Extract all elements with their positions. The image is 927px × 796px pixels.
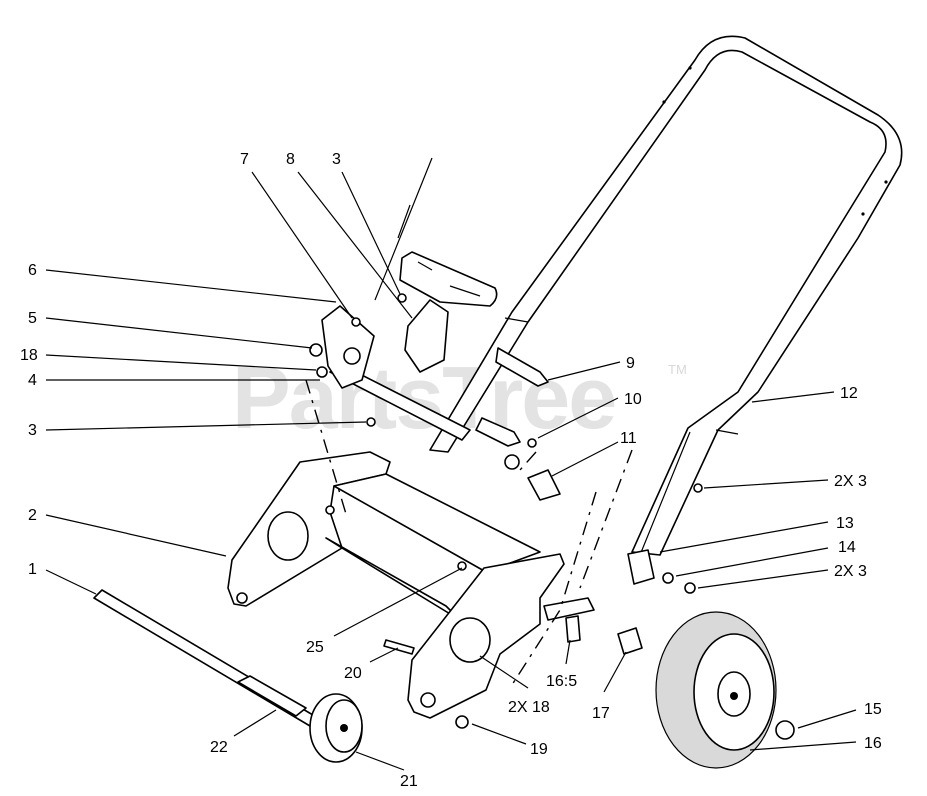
- handle-lower-bar: [504, 317, 739, 556]
- washer-19: [455, 715, 469, 729]
- nut-18: [316, 366, 328, 378]
- housing-bolt: [236, 592, 248, 604]
- callout-11: 11: [620, 430, 637, 447]
- axle-sleeve-22: [237, 675, 307, 717]
- callout-2x18: 2X 18: [508, 699, 550, 716]
- chute-bracket-8: [404, 299, 449, 373]
- small-wheel-21: [309, 693, 363, 763]
- housing-bolt: [325, 505, 335, 515]
- right-plate-opening: [449, 617, 491, 663]
- callout-2x3: 2X 3: [834, 473, 867, 490]
- handle-rivet: [688, 66, 692, 70]
- screw-25: [457, 561, 467, 571]
- housing-frame-2: [227, 451, 541, 621]
- callout-4: 4: [28, 372, 37, 389]
- callout-16: 16: [864, 735, 882, 752]
- bolt-20: [383, 639, 415, 655]
- assembly-axis: [509, 491, 597, 689]
- callout-1: 1: [28, 561, 37, 578]
- callout-20: 20: [344, 665, 362, 682]
- callout-labels: 7 8 3 6 5 18 4 3 9 10 11 12 2X 3 2 13 14…: [20, 151, 882, 790]
- chute-crank-bracket: [399, 251, 498, 307]
- pivot-washer-5: [309, 343, 323, 357]
- callout-19: 19: [530, 741, 548, 758]
- nut-3b: [366, 417, 376, 427]
- callout-13: 13: [836, 515, 854, 532]
- housing-bottom: [325, 537, 461, 621]
- bracket-11: [527, 469, 561, 501]
- assembly-axis: [579, 449, 633, 589]
- bushing-17: [617, 627, 643, 655]
- handle-rivet: [884, 180, 888, 184]
- washer-14: [662, 572, 674, 584]
- assembly-axis: [305, 379, 347, 515]
- callout-9: 9: [626, 355, 635, 372]
- large-wheel-16: [655, 611, 777, 769]
- callout-10: 10: [624, 391, 642, 408]
- callout-12: 12: [840, 385, 858, 402]
- pivot-bracket-assembly: [309, 293, 407, 427]
- large-wheel-center: [730, 692, 738, 700]
- callout-18: 18: [20, 347, 38, 364]
- housing-cross-member: [333, 473, 541, 573]
- callout-22: 22: [210, 739, 228, 756]
- right-plate-boss: [420, 692, 436, 708]
- handle-rivet: [861, 212, 865, 216]
- callout-6: 6: [28, 262, 37, 279]
- axle-hardware: [383, 483, 795, 740]
- right-side-plate: [407, 553, 565, 719]
- callout-16-5: 16:5: [546, 673, 577, 690]
- leader-lines: [45, 171, 857, 771]
- watermark-trademark: TM: [668, 362, 687, 377]
- screw-10: [527, 438, 537, 448]
- housing-left-opening: [267, 511, 309, 561]
- handle-tube: [429, 35, 903, 556]
- pin-16-5: [565, 615, 581, 643]
- pivot-pin-9: [495, 347, 549, 387]
- spacer-tube: [475, 417, 521, 447]
- handle-bracket-13: [627, 549, 655, 585]
- star-washer-10: [504, 454, 520, 470]
- callout-3: 3: [332, 151, 341, 168]
- small-wheel-hub: [340, 724, 348, 732]
- callout-8: 8: [286, 151, 295, 168]
- housing-left-plate: [227, 451, 391, 607]
- pivot-hole: [343, 347, 361, 365]
- chute-control: [329, 157, 561, 501]
- assembly-axis: [519, 451, 537, 471]
- handle-rivet: [662, 100, 666, 104]
- hubcap-15: [775, 720, 795, 740]
- callout-15: 15: [864, 701, 882, 718]
- callout-21: 21: [400, 773, 418, 790]
- callout-25: 25: [306, 639, 324, 656]
- callout-14: 14: [838, 539, 856, 556]
- handle-assembly: [429, 35, 903, 556]
- nut-2x3a: [693, 483, 703, 493]
- callout-2x3: 2X 3: [834, 563, 867, 580]
- callout-2: 2: [28, 507, 37, 524]
- pivot-plate-4: [321, 305, 375, 389]
- bolt-6: [351, 317, 361, 327]
- callout-3: 3: [28, 422, 37, 439]
- callout-17: 17: [592, 705, 610, 722]
- callout-7: 7: [240, 151, 249, 168]
- nut-2x3b: [684, 582, 696, 594]
- nut-3a: [397, 293, 407, 303]
- callout-5: 5: [28, 310, 37, 327]
